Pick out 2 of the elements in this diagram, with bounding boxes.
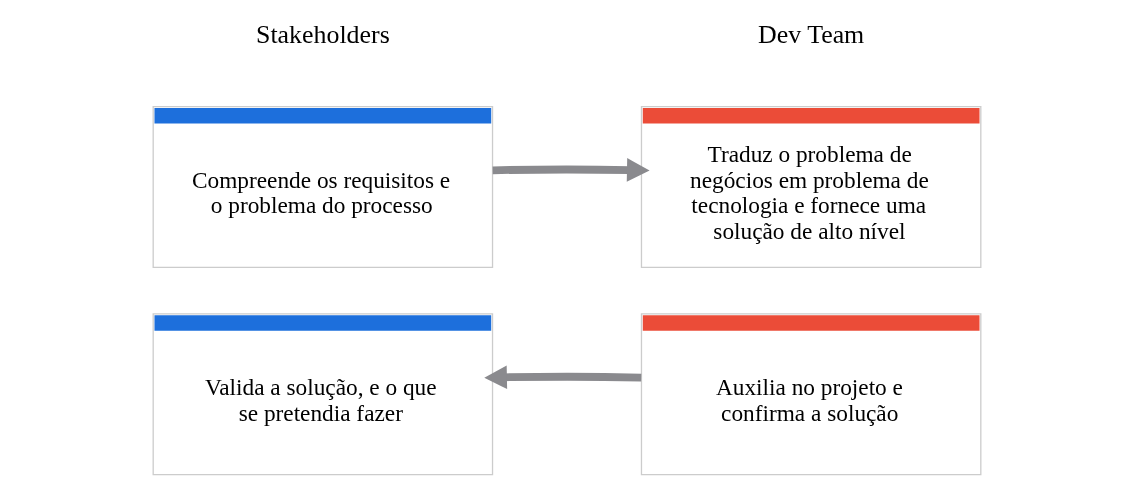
label: Dev Team [758,20,865,50]
label: Stakeholders [255,20,390,50]
